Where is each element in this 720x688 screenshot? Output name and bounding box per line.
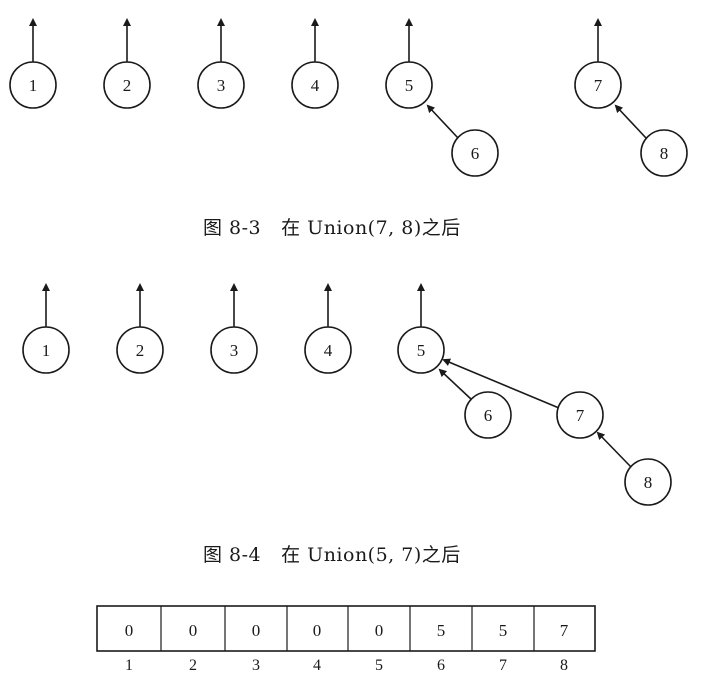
node-label: 7 bbox=[594, 76, 603, 95]
node-6: 6 bbox=[451, 129, 499, 177]
caption-text: 在 Union(5, 7)之后 bbox=[281, 544, 461, 566]
figure-8-4: 1 2 3 4 5 6 7 8 bbox=[22, 283, 672, 506]
node-6: 6 bbox=[464, 391, 512, 439]
node-5: 5 bbox=[385, 61, 433, 109]
node-label: 2 bbox=[123, 76, 132, 95]
array-cell-value: 0 bbox=[252, 621, 261, 640]
node-8: 8 bbox=[640, 129, 688, 177]
node-label: 3 bbox=[217, 76, 226, 95]
node-label: 7 bbox=[576, 406, 585, 425]
figure-8-3: 1 2 3 4 5 6 7 8 bbox=[9, 18, 688, 177]
node-4: 4 bbox=[291, 61, 339, 109]
figure-caption-8-3: 图 8-3 在 Union(7, 8)之后 bbox=[203, 213, 461, 240]
array-cell-value: 7 bbox=[560, 621, 569, 640]
array-index-label: 3 bbox=[252, 657, 260, 674]
node-label: 4 bbox=[311, 76, 320, 95]
node-label: 3 bbox=[230, 341, 239, 360]
node-label: 1 bbox=[29, 76, 38, 95]
node-1: 1 bbox=[22, 326, 70, 374]
node-2: 2 bbox=[103, 61, 151, 109]
node-label: 6 bbox=[484, 406, 493, 425]
node-label: 5 bbox=[405, 76, 414, 95]
node-1: 1 bbox=[9, 61, 57, 109]
array-index-label: 5 bbox=[375, 657, 383, 674]
array-index-label: 6 bbox=[437, 657, 445, 674]
node-8: 8 bbox=[624, 458, 672, 506]
array-index-label: 8 bbox=[560, 657, 568, 674]
array-cell-value: 5 bbox=[437, 621, 446, 640]
array-index-label: 2 bbox=[189, 657, 197, 674]
node-label: 4 bbox=[324, 341, 333, 360]
figure-caption-8-4: 图 8-4 在 Union(5, 7)之后 bbox=[203, 540, 461, 567]
edge-7-to-5 bbox=[442, 358, 560, 409]
array-index-label: 7 bbox=[499, 657, 507, 674]
node-7: 7 bbox=[574, 61, 622, 109]
node-label: 5 bbox=[417, 341, 426, 360]
edge-8-to-7 bbox=[596, 431, 632, 468]
node-label: 8 bbox=[644, 473, 653, 492]
node-label: 2 bbox=[136, 341, 145, 360]
node-label: 8 bbox=[660, 144, 669, 163]
edge-8-to-7 bbox=[614, 104, 647, 139]
node-5: 5 bbox=[397, 326, 445, 374]
caption-text: 在 Union(7, 8)之后 bbox=[281, 217, 461, 239]
array-cell-value: 5 bbox=[499, 621, 508, 640]
edge-6-to-5 bbox=[438, 368, 473, 401]
array-cell-value: 0 bbox=[375, 621, 384, 640]
edge-6-to-5 bbox=[426, 104, 459, 139]
array-index-label: 4 bbox=[313, 657, 321, 674]
parent-array: 0 0 0 0 0 5 5 7 1 2 3 4 5 6 7 8 bbox=[96, 605, 596, 674]
array-cell-value: 0 bbox=[125, 621, 134, 640]
array-cell-value: 0 bbox=[313, 621, 322, 640]
array-cell-value: 0 bbox=[189, 621, 198, 640]
node-3: 3 bbox=[210, 326, 258, 374]
node-2: 2 bbox=[116, 326, 164, 374]
node-3: 3 bbox=[197, 61, 245, 109]
array-index-label: 1 bbox=[125, 657, 133, 674]
caption-number: 图 8-3 bbox=[203, 217, 262, 239]
node-4: 4 bbox=[304, 326, 352, 374]
node-label: 6 bbox=[471, 144, 480, 163]
node-label: 1 bbox=[42, 341, 51, 360]
caption-number: 图 8-4 bbox=[203, 544, 262, 566]
node-7: 7 bbox=[556, 391, 604, 439]
array-border bbox=[96, 605, 596, 652]
